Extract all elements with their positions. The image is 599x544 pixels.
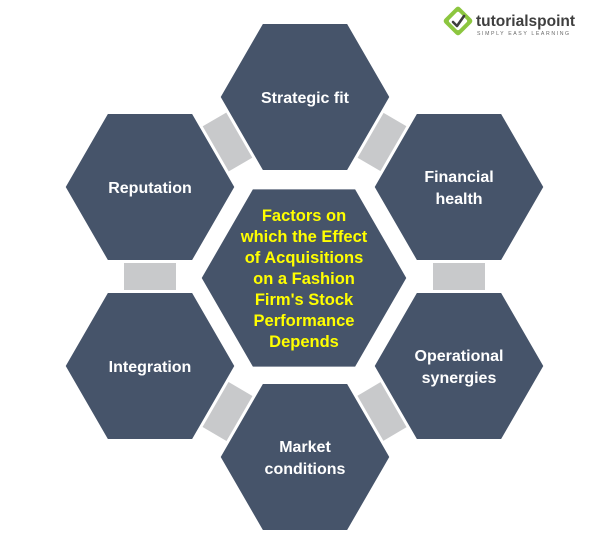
logo-brand-text: tutorialspoint — [476, 13, 575, 30]
node-reputation: Reputation — [62, 111, 238, 263]
node-financial-health-hexagon — [371, 111, 547, 263]
node-strategic-fit-label: Strategic fit — [261, 90, 350, 107]
node-integration-label-line: Integration — [109, 359, 192, 376]
logo-mark-icon — [443, 6, 473, 36]
node-operational-synergies-label-line: synergies — [422, 370, 497, 387]
node-strategic-fit-label-line: Strategic fit — [261, 90, 350, 107]
node-financial-health-label-line: Financial — [424, 169, 493, 186]
node-strategic-fit: Strategic fit — [217, 21, 393, 173]
node-integration-label: Integration — [109, 359, 192, 376]
center-title-line: Factors on — [262, 207, 346, 225]
center-title-line: of Acquisitions — [245, 249, 364, 267]
logo-tagline: SIMPLY EASY LEARNING — [477, 31, 571, 37]
node-market-conditions-hexagon — [217, 381, 393, 533]
node-strategic-fit-hexagon — [217, 21, 393, 173]
node-reputation-hexagon — [62, 111, 238, 263]
node-market-conditions: Market conditions — [217, 381, 393, 533]
center-title-line: on a Fashion — [253, 270, 355, 288]
node-operational-synergies-label-line: Operational — [415, 348, 504, 365]
center-title-line: Depends — [269, 333, 339, 351]
node-integration: Integration — [62, 290, 238, 442]
node-operational-synergies-label: Operational synergies — [415, 348, 504, 387]
tutorialspoint-logo: tutorialspoint SIMPLY EASY LEARNING — [443, 6, 575, 37]
node-reputation-label-line: Reputation — [108, 180, 192, 197]
node-operational-synergies-hexagon — [371, 290, 547, 442]
center-title-line: which the Effect — [240, 228, 368, 246]
center-hexagon-shape — [198, 186, 410, 370]
node-financial-health-label: Financial health — [424, 169, 493, 208]
node-integration-hexagon — [62, 290, 238, 442]
node-market-conditions-label: Market conditions — [265, 439, 346, 478]
node-financial-health-label-line: health — [435, 191, 482, 208]
center-title-line: Performance — [254, 312, 355, 330]
center-title-line: Firm's Stock — [255, 291, 354, 309]
center-hexagon: Factors on which the Effect of Acquisition… — [198, 186, 410, 370]
node-market-conditions-label-line: conditions — [265, 461, 346, 478]
node-financial-health: Financial health — [371, 111, 547, 263]
center-title: Factors on which the Effect of Acquisition… — [240, 207, 368, 351]
node-operational-synergies: Operational synergies — [371, 290, 547, 442]
node-reputation-label: Reputation — [108, 180, 192, 197]
node-market-conditions-label-line: Market — [279, 439, 331, 456]
